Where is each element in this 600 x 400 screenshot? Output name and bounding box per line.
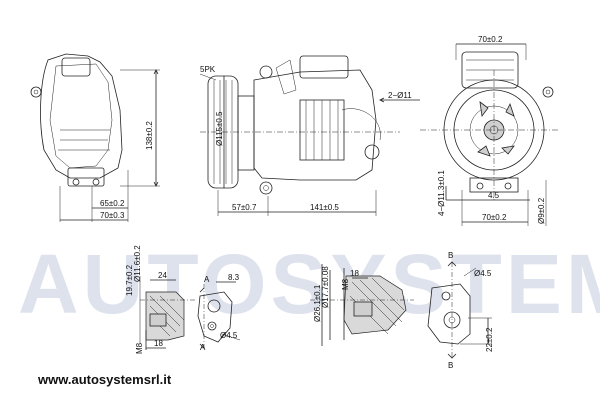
dim-d17-7: Ø17.7±0.08 <box>321 266 330 308</box>
dim-4-5: 4.5 <box>488 191 500 200</box>
dim-4x11: 4−Ø11.3±0.1 <box>437 170 446 216</box>
dim-d11-6: Ø11.6±0.2 <box>133 245 142 282</box>
label-b-top: B <box>448 251 453 260</box>
dim-65: 65±0.2 <box>100 199 125 208</box>
dim-141: 141±0.5 <box>310 203 339 212</box>
dim-8-3: 8.3 <box>228 273 240 282</box>
dim-57: 57±0.7 <box>232 203 257 212</box>
dim-d26-1: Ø26.1±0.1 <box>313 284 322 322</box>
dim-5pk: 5PK <box>200 65 216 74</box>
dim-m8-b: M8 <box>341 278 350 290</box>
dim-2x11: 2−Ø11 <box>388 91 412 100</box>
compressor-main-view <box>199 55 420 216</box>
dim-70-left: 70±0.3 <box>100 211 125 220</box>
label-a-top: A <box>204 275 210 284</box>
dim-d4-5-b: Ø4.5 <box>474 269 492 278</box>
dim-138: 138±0.2 <box>145 121 154 150</box>
detail-port-flange-a <box>197 281 241 350</box>
dim-19-7: 19.7±0.2 <box>125 264 134 296</box>
dim-d4-5-a: Ø4.5 <box>220 331 238 340</box>
label-b-bottom: B <box>448 361 453 370</box>
label-a-bottom: A <box>200 343 206 352</box>
dim-d115: Ø115±0.5 <box>215 111 224 146</box>
dim-d9: Ø9±0.2 <box>537 197 546 224</box>
detail-fitting-left <box>139 276 196 350</box>
compressor-pulley-view <box>420 43 560 226</box>
dim-24: 24 <box>158 271 167 280</box>
compressor-side-view-left <box>30 53 160 222</box>
dim-m8-a: M8 <box>135 342 144 354</box>
dim-70-bottom: 70±0.2 <box>482 213 507 222</box>
website-url[interactable]: www.autosystemsrl.it <box>38 372 172 387</box>
dim-18-b: 18 <box>350 269 359 278</box>
detail-fitting-right <box>310 264 414 346</box>
dim-18-a: 18 <box>154 339 163 348</box>
dim-22: 22±0.2 <box>485 327 494 352</box>
detail-port-flange-b <box>427 261 492 359</box>
dim-70-top: 70±0.2 <box>478 35 503 44</box>
